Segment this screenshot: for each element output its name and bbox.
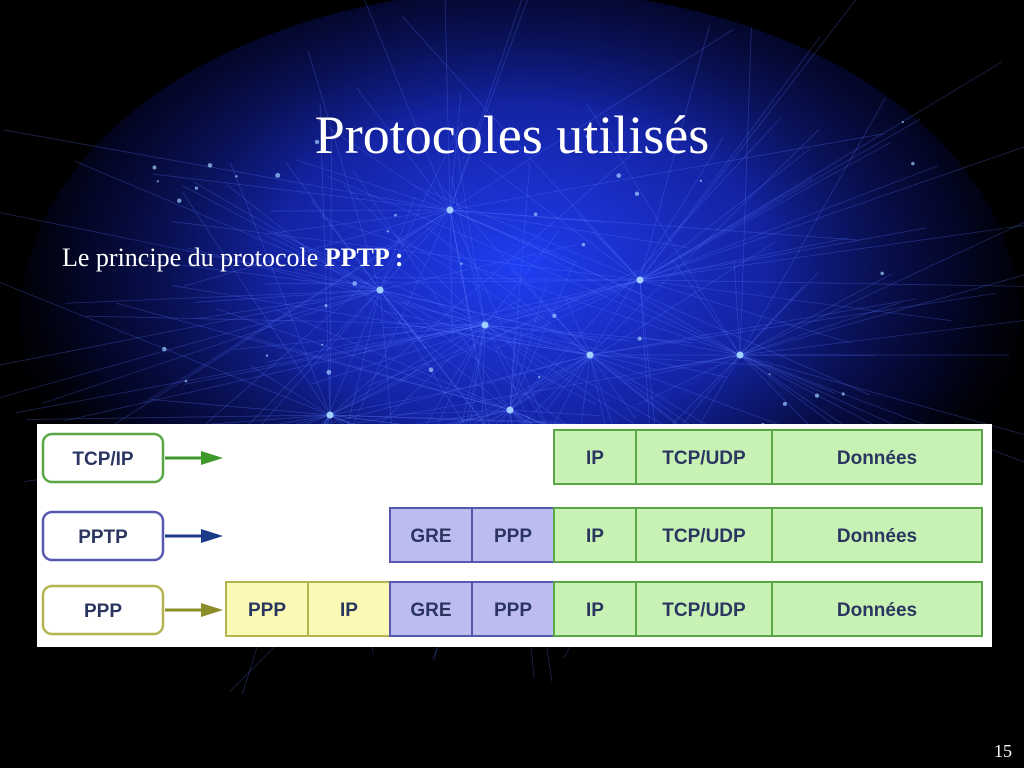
cell-label: Données <box>837 526 917 547</box>
cell-donnees: Données <box>771 507 983 563</box>
protocol-label-text: PPP <box>84 601 122 622</box>
slide-title: Protocoles utilisés <box>314 105 710 165</box>
cell-tcp-udp: TCP/UDP <box>635 507 773 563</box>
protocol-label-text: TCP/IP <box>72 449 134 470</box>
protocol-label-pptp: PPTP <box>41 510 165 562</box>
cell-tcp-udp: TCP/UDP <box>635 429 773 485</box>
protocol-label-tcp-ip: TCP/IP <box>41 432 165 484</box>
arrow-icon <box>165 603 223 617</box>
cell-label: IP <box>340 600 358 621</box>
cell-gre: GRE <box>389 581 473 637</box>
bullet-text-bold: PPTP : <box>324 243 404 272</box>
cell-donnees: Données <box>771 581 983 637</box>
bullet-text-plain: Le principe du protocole <box>62 243 325 272</box>
cell-ip: IP <box>553 581 637 637</box>
cell-label: IP <box>586 448 604 469</box>
arrow-icon <box>165 451 223 465</box>
cell-label: PPP <box>494 600 532 621</box>
protocol-label-ppp: PPP <box>41 584 165 636</box>
protocol-row-pptp: PPTP GRE PPP IP TCP/UDP Données <box>41 507 983 563</box>
cell-ip: IP <box>307 581 391 637</box>
cell-ppp: PPP <box>225 581 309 637</box>
cell-label: Données <box>837 600 917 621</box>
cell-ppp: PPP <box>471 507 555 563</box>
bullet-text: Le principe du protocole PPTP : <box>62 240 404 276</box>
cell-label: TCP/UDP <box>662 600 746 621</box>
cell-donnees: Données <box>771 429 983 485</box>
cell-tcp-udp: TCP/UDP <box>635 581 773 637</box>
cell-label: GRE <box>410 600 451 621</box>
cell-label: Données <box>837 448 917 469</box>
cell-ip: IP <box>553 429 637 485</box>
arrow-icon <box>165 529 223 543</box>
cell-label: IP <box>586 526 604 547</box>
cell-ppp: PPP <box>471 581 555 637</box>
cell-label: GRE <box>410 526 451 547</box>
cell-label: TCP/UDP <box>662 448 746 469</box>
protocol-label-text: PPTP <box>78 527 128 548</box>
cell-label: IP <box>586 600 604 621</box>
protocol-row-tcp-ip: TCP/IP IP TCP/UDP Données <box>41 429 983 485</box>
cell-label: PPP <box>494 526 532 547</box>
cell-ip: IP <box>553 507 637 563</box>
protocol-row-ppp: PPP PPP IP GRE PPP IP TCP/UDP Données <box>41 581 983 637</box>
cell-label: TCP/UDP <box>662 526 746 547</box>
cell-label: PPP <box>248 600 286 621</box>
cell-gre: GRE <box>389 507 473 563</box>
page-number: 15 <box>994 741 1012 761</box>
